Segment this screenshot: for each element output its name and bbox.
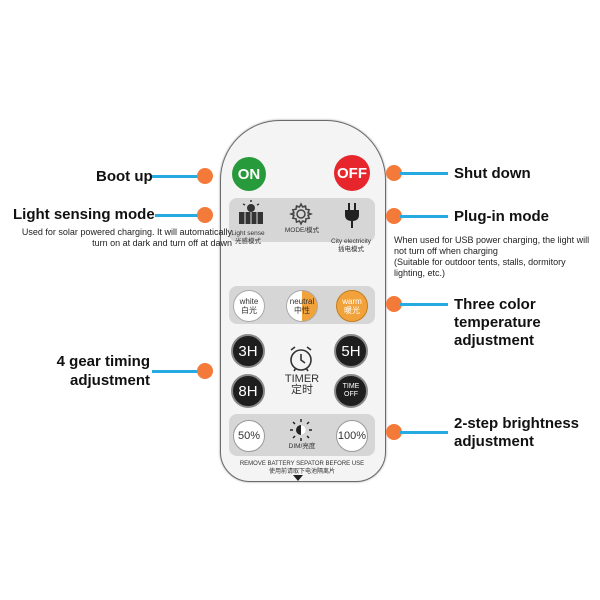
neutral-en: neutral bbox=[289, 297, 315, 306]
light-sensing-dot bbox=[197, 207, 213, 223]
time-off-2: OFF bbox=[344, 391, 358, 398]
warm-cn: 暖光 bbox=[344, 306, 360, 315]
timing-label: 4 gear timing adjustment bbox=[56, 353, 150, 389]
dim-label: DIM/亮度 bbox=[288, 443, 316, 450]
brightness-line bbox=[400, 431, 448, 434]
plugin-desc-2: (Suitable for outdoor tents, stalls, dor… bbox=[394, 257, 566, 278]
plugin-dot bbox=[386, 208, 402, 224]
city-en: City electricity bbox=[330, 238, 372, 245]
brightness-icon bbox=[290, 419, 312, 441]
mode-label: MODE/模式 bbox=[284, 227, 320, 234]
light-sense-cn: 光感模式 bbox=[235, 238, 261, 245]
light-sense-label: Light sense 光感模式 bbox=[226, 230, 270, 246]
neutral-cn: 中性 bbox=[294, 306, 310, 315]
brightness-dot bbox=[386, 424, 402, 440]
three-color-line bbox=[400, 303, 448, 306]
alarm-clock-icon bbox=[290, 346, 312, 372]
timer-5h-button[interactable]: 5H bbox=[334, 334, 368, 368]
brightness-50-button[interactable]: 50% bbox=[233, 420, 265, 452]
on-button[interactable]: ON bbox=[232, 157, 266, 191]
city-cn: 插电模式 bbox=[338, 246, 364, 253]
boot-up-line bbox=[152, 175, 204, 178]
plugin-desc-1: When used for USB power charging, the li… bbox=[394, 235, 590, 256]
timer-en: TIMER bbox=[284, 373, 320, 385]
timer-8h-button[interactable]: 8H bbox=[231, 374, 265, 408]
timer-3h-button[interactable]: 3H bbox=[231, 334, 265, 368]
three-color-label: Three color temperature adjustment bbox=[454, 296, 541, 349]
shut-down-line bbox=[400, 172, 448, 175]
timer-off-button[interactable]: TIME OFF bbox=[334, 374, 368, 408]
gear-icon[interactable] bbox=[289, 202, 313, 226]
shut-down-label: Shut down bbox=[454, 165, 531, 182]
timing-dot bbox=[197, 363, 213, 379]
timing-line bbox=[152, 370, 204, 373]
white-en: white bbox=[239, 297, 259, 306]
three-color-dot bbox=[386, 296, 402, 312]
shut-down-dot bbox=[386, 165, 402, 181]
boot-up-label: Boot up bbox=[96, 168, 153, 185]
brightness-100-button[interactable]: 100% bbox=[336, 420, 368, 452]
warm-en: warm bbox=[342, 297, 362, 306]
off-button[interactable]: OFF bbox=[334, 155, 370, 191]
down-arrow-icon bbox=[293, 475, 303, 481]
warm-light-button[interactable]: warm 暖光 bbox=[336, 290, 368, 322]
light-sense-icon[interactable] bbox=[236, 200, 266, 228]
plug-icon[interactable] bbox=[341, 201, 363, 229]
light-sensing-mode-label: Light sensing mode bbox=[13, 206, 155, 223]
light-sense-en: Light sense bbox=[231, 230, 265, 237]
neutral-light-button[interactable]: neutral 中性 bbox=[286, 290, 318, 322]
white-light-button[interactable]: white 白光 bbox=[233, 290, 265, 322]
separator-note: REMOVE BATTERY SEPATOR BEFORE USE 使用前请取下… bbox=[228, 460, 376, 476]
white-cn: 白光 bbox=[241, 306, 257, 315]
timer-cn: 定时 bbox=[291, 384, 313, 396]
boot-up-dot bbox=[197, 168, 213, 184]
separator-note-cn: 使用前请取下电池隔离片 bbox=[268, 469, 335, 475]
light-sensing-desc: Used for solar powered charging. It will… bbox=[21, 227, 232, 248]
brightness-label: 2-step brightness adjustment bbox=[454, 415, 580, 450]
timer-label: TIMER 定时 bbox=[280, 374, 324, 396]
plugin-desc: When used for USB power charging, the li… bbox=[394, 235, 596, 279]
city-electricity-label: City electricity 插电模式 bbox=[326, 238, 376, 254]
time-off-1: TIME bbox=[342, 383, 360, 390]
plugin-mode-label: Plug-in mode bbox=[454, 208, 549, 225]
light-sensing-line bbox=[155, 214, 203, 217]
plugin-line bbox=[400, 215, 448, 218]
separator-note-en: REMOVE BATTERY SEPATOR BEFORE USE bbox=[239, 461, 365, 467]
